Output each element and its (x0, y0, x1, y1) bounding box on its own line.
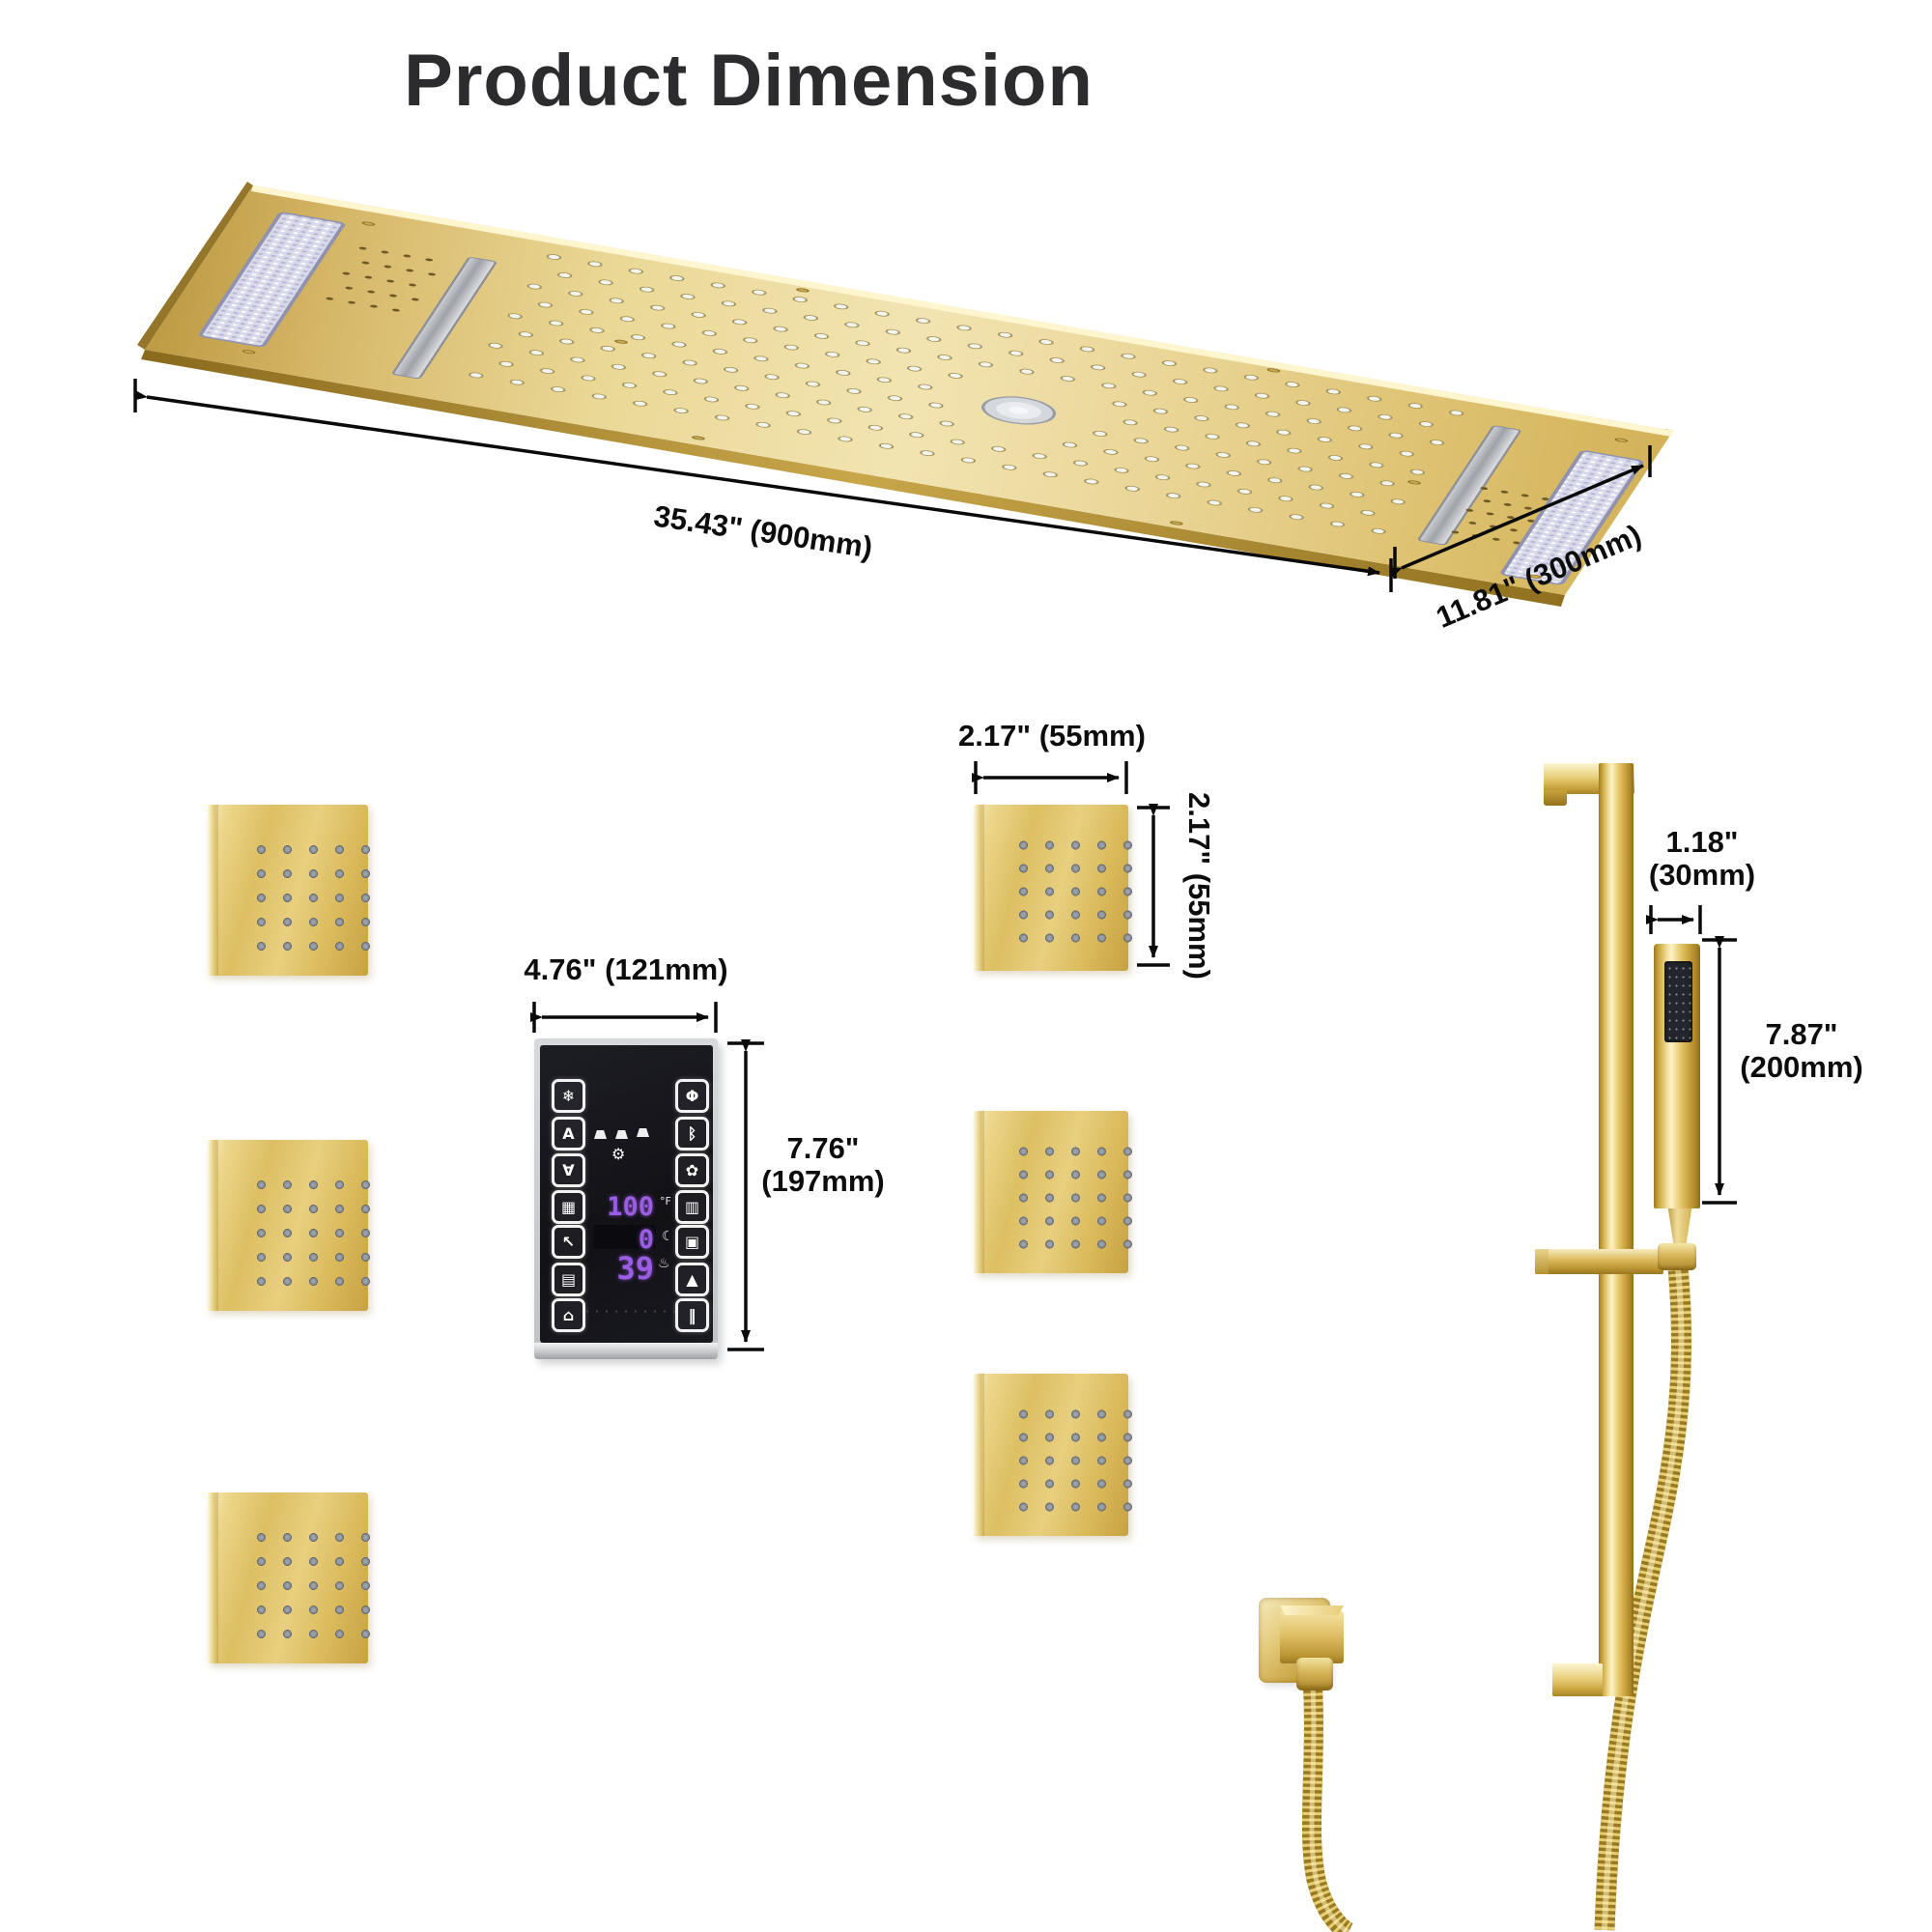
jet-nozzles (248, 1525, 379, 1646)
window-icon[interactable]: ▣ (675, 1225, 709, 1259)
body-jet (974, 1374, 1141, 1536)
jet-nozzles (1010, 1403, 1141, 1520)
jet-nozzles (248, 838, 379, 958)
jet-edge (974, 1374, 984, 1536)
indicator-dot-row (582, 1309, 683, 1314)
body-jet (208, 1492, 379, 1663)
bluetooth-icon[interactable]: ᛒ (675, 1117, 709, 1151)
temperature-f-readout: 100 (607, 1192, 654, 1222)
power-icon[interactable]: Φ (675, 1079, 709, 1113)
shower-mode-icon (594, 1130, 607, 1139)
wand-nut (1658, 1243, 1696, 1270)
supply-hose (1301, 1686, 1354, 1932)
fahrenheit-icon: °F (660, 1195, 671, 1208)
supply-hose-nut (1296, 1658, 1333, 1690)
controller-width-label: 4.76" (121mm) (524, 952, 728, 986)
house-icon[interactable]: ⌂ (552, 1298, 585, 1332)
control-panel-bezel (534, 1343, 718, 1359)
temperature-c-readout: 39 (616, 1250, 654, 1287)
jet-height-label: 2.17" (55mm) (1182, 792, 1217, 980)
steam-icon: ♨ (658, 1256, 670, 1271)
slide-bar-lip (1544, 790, 1567, 806)
bar-width-line2: (30mm) (1648, 858, 1756, 892)
slide-bar (1599, 763, 1634, 1696)
led-strip-left (198, 212, 346, 348)
corner-arrow-icon[interactable]: ↖ (552, 1225, 585, 1259)
lined-grid-icon[interactable]: ▤ (552, 1263, 585, 1296)
wand-spray-face (1664, 961, 1692, 1042)
mode-readout: 0 (638, 1225, 654, 1255)
gear-icon: ⚙ (611, 1145, 626, 1163)
rain-grid-icon[interactable]: ▦ (552, 1190, 585, 1224)
waterfall-mode-icon (637, 1128, 649, 1137)
controller-height-line2: (197mm) (761, 1164, 885, 1198)
panel-left-edge (137, 182, 253, 350)
mist-cluster-left (326, 246, 436, 312)
dimension-lines (133, 379, 1737, 1351)
panel-top-highlight (251, 185, 1673, 437)
jet-edge (208, 805, 218, 976)
wand-height-label: 7.87" (200mm) (1740, 1016, 1863, 1084)
jet-edge (208, 1492, 218, 1663)
grille-icon[interactable]: ▥ (675, 1190, 709, 1224)
pause-icon[interactable]: ‖ (675, 1298, 709, 1332)
jet-nozzles (1010, 1140, 1141, 1258)
jet-nozzles (1010, 834, 1141, 952)
jet-nozzles (248, 1173, 379, 1293)
display-backdrop (594, 1225, 656, 1249)
jet-width-label: 2.17" (55mm) (958, 718, 1146, 753)
slide-bar-bottom-bend (1552, 1663, 1603, 1696)
auto-icon[interactable]: A (552, 1117, 585, 1151)
shower-mode-icon (615, 1130, 628, 1139)
page-title: Product Dimension (404, 40, 1094, 122)
jet-edge (974, 1111, 984, 1273)
wand-height-line1: 7.87" (1765, 1016, 1838, 1051)
flower-icon[interactable]: ✿ (675, 1153, 709, 1187)
wand-height-line2: (200mm) (1740, 1050, 1863, 1084)
jet-edge (974, 805, 984, 971)
body-jet (974, 1111, 1141, 1273)
jet-edge (208, 1140, 218, 1311)
handheld-hose (1594, 1266, 1692, 1931)
handheld-shower-wand (1654, 944, 1700, 1208)
bar-width-label: 1.18" (30mm) (1648, 824, 1756, 892)
body-jet (974, 805, 1141, 971)
wall-supply-elbow (1280, 1611, 1344, 1663)
body-jet (208, 805, 379, 976)
controller-height-line1: 7.76" (786, 1130, 860, 1165)
controller-height-label: 7.76" (197mm) (761, 1130, 885, 1198)
arrow-up-icon[interactable]: ▲ (675, 1263, 709, 1296)
moon-icon: ☾ (662, 1229, 674, 1244)
snowflake-icon[interactable]: ❄ (552, 1079, 585, 1113)
invert-a-icon[interactable]: ∀ (552, 1153, 585, 1187)
bar-width-line1: 1.18" (1665, 824, 1739, 859)
slide-bar-holder-arm (1535, 1249, 1663, 1274)
body-jet (208, 1140, 379, 1311)
waterfall-slot-left (391, 257, 497, 379)
